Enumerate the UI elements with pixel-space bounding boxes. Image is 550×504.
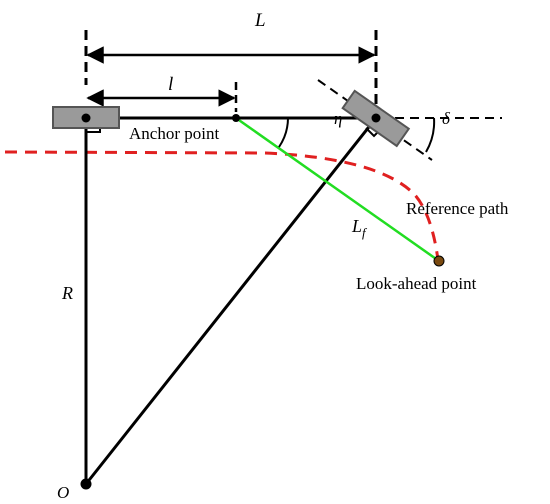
label-Lf: Lf	[351, 216, 368, 240]
label-eta: η	[334, 109, 342, 128]
center-to-front-line	[84, 117, 378, 485]
label-O: O	[57, 483, 69, 502]
label-Lf-main: L	[351, 216, 362, 236]
anchor-point-dot	[232, 114, 240, 122]
label-anchor-point: Anchor point	[129, 124, 219, 143]
label-l: l	[168, 74, 173, 95]
eta-arc	[278, 117, 289, 148]
label-delta: δ	[442, 109, 451, 128]
label-look-ahead-point: Look-ahead point	[356, 274, 477, 293]
look-ahead-point-dot	[433, 255, 445, 267]
center-point-O	[80, 478, 92, 490]
front-axle-point	[371, 113, 381, 123]
label-L: L	[254, 10, 266, 31]
front-wheel-axis-line	[317, 79, 433, 161]
rear-axle-point	[81, 113, 91, 123]
look-ahead-line	[235, 116, 440, 263]
label-R: R	[61, 283, 73, 303]
label-Lf-sub: f	[362, 225, 368, 240]
delta-arc	[425, 117, 436, 153]
label-reference-path: Reference path	[406, 199, 509, 218]
reference-path-curve	[4, 150, 440, 261]
